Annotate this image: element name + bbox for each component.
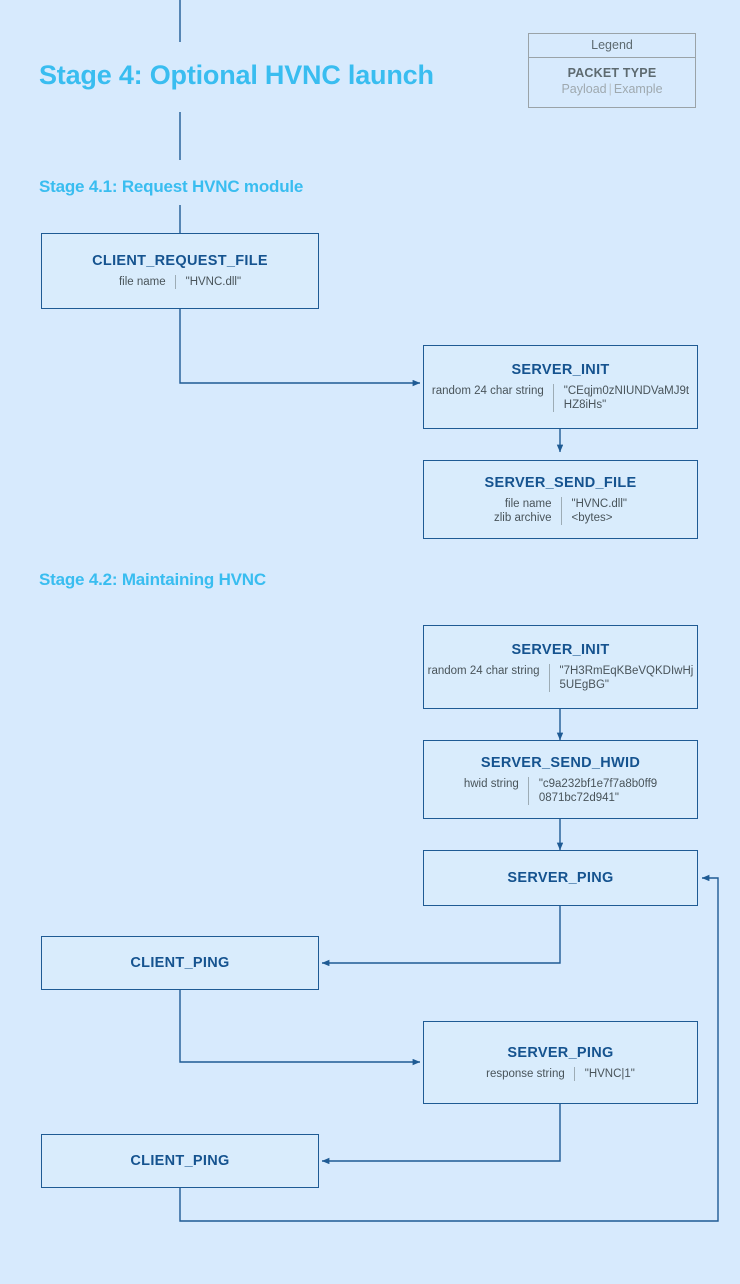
row-value: "7H3RmEqKBeVQKDIwHj 5UEgBG" bbox=[548, 664, 694, 692]
node-server-init-1[interactable]: SERVER_INIT random 24 char string "CEqjm… bbox=[423, 345, 698, 429]
node-row: hwid string "c9a232bf1e7f7a8b0ff9 0871bc… bbox=[463, 776, 658, 805]
node-client-ping-2[interactable]: CLIENT_PING bbox=[41, 1134, 319, 1188]
legend-body: PACKET TYPE Payload|Example bbox=[529, 58, 695, 107]
legend-payload-label: Payload bbox=[561, 82, 607, 96]
node-server-send-file[interactable]: SERVER_SEND_FILE file name "HVNC.dll" zl… bbox=[423, 460, 698, 539]
row-label: response string bbox=[486, 1067, 565, 1080]
legend-header: Legend bbox=[529, 34, 695, 58]
row-value: "HVNC|1" bbox=[573, 1066, 635, 1081]
node-row: file name "HVNC.dll" bbox=[118, 275, 242, 289]
legend-packet-type: PACKET TYPE bbox=[567, 66, 657, 80]
row-value: "HVNC.dll" bbox=[560, 496, 627, 511]
node-client-ping-1[interactable]: CLIENT_PING bbox=[41, 936, 319, 990]
section-title-stage-4-1: Stage 4.1: Request HVNC module bbox=[39, 177, 304, 196]
legend: Legend PACKET TYPE Payload|Example bbox=[528, 33, 696, 108]
node-row: random 24 char string "CEqjm0zNIUNDVaMJ9… bbox=[431, 384, 690, 412]
edge-ping1-to-clientping1 bbox=[321, 906, 561, 967]
node-server-ping-2[interactable]: SERVER_PING response string "HVNC|1" bbox=[423, 1021, 698, 1104]
edge-loopback bbox=[179, 874, 719, 1222]
row-label: file name bbox=[504, 497, 552, 510]
node-row: file name "HVNC.dll" bbox=[494, 496, 627, 511]
node-title: CLIENT_PING bbox=[130, 1153, 230, 1169]
legend-payload-row: Payload|Example bbox=[529, 81, 695, 98]
node-title: SERVER_SEND_FILE bbox=[484, 474, 637, 491]
node-server-ping-1[interactable]: SERVER_PING bbox=[423, 850, 698, 906]
row-label: hwid string bbox=[463, 777, 519, 790]
node-row: zlib archive <bytes> bbox=[494, 510, 627, 525]
node-rows: random 24 char string "CEqjm0zNIUNDVaMJ9… bbox=[431, 384, 690, 412]
row-value: <bytes> bbox=[560, 510, 627, 525]
row-value: "c9a232bf1e7f7a8b0ff9 0871bc72d941" bbox=[527, 776, 658, 805]
legend-separator: | bbox=[608, 82, 612, 96]
node-client-request-file[interactable]: CLIENT_REQUEST_FILE file name "HVNC.dll" bbox=[41, 233, 319, 309]
edge-clientping1-to-ping2 bbox=[179, 990, 421, 1066]
node-server-send-hwid[interactable]: SERVER_SEND_HWID hwid string "c9a232bf1e… bbox=[423, 740, 698, 819]
row-label: zlib archive bbox=[494, 511, 552, 524]
node-rows: response string "HVNC|1" bbox=[486, 1066, 635, 1081]
section-title-stage-4-2: Stage 4.2: Maintaining HVNC bbox=[39, 570, 266, 589]
row-value: "CEqjm0zNIUNDVaMJ9t HZ8iHs" bbox=[552, 384, 690, 412]
edge-ping2-to-clientping2 bbox=[321, 1104, 561, 1165]
row-label: random 24 char string bbox=[431, 385, 544, 397]
page-title: Stage 4: Optional HVNC launch bbox=[39, 60, 434, 90]
node-title: SERVER_PING bbox=[507, 1044, 614, 1061]
node-row: response string "HVNC|1" bbox=[486, 1066, 635, 1081]
legend-example-label: Example bbox=[613, 82, 663, 96]
node-rows: file name "HVNC.dll" zlib archive <bytes… bbox=[494, 496, 627, 525]
node-rows: random 24 char string "7H3RmEqKBeVQKDIwH… bbox=[428, 664, 694, 692]
node-title: SERVER_SEND_HWID bbox=[480, 754, 641, 771]
node-rows: file name "HVNC.dll" bbox=[118, 275, 242, 289]
node-row: random 24 char string "7H3RmEqKBeVQKDIwH… bbox=[428, 664, 694, 692]
row-label: random 24 char string bbox=[427, 665, 540, 677]
node-title: CLIENT_REQUEST_FILE bbox=[92, 253, 268, 269]
node-title: CLIENT_PING bbox=[130, 955, 230, 971]
node-title: SERVER_PING bbox=[507, 870, 614, 886]
node-rows: hwid string "c9a232bf1e7f7a8b0ff9 0871bc… bbox=[463, 776, 658, 805]
node-title: SERVER_INIT bbox=[511, 642, 610, 658]
edge-request-to-init bbox=[179, 309, 421, 387]
node-title: SERVER_INIT bbox=[511, 362, 610, 378]
row-value: "HVNC.dll" bbox=[174, 275, 242, 289]
node-server-init-2[interactable]: SERVER_INIT random 24 char string "7H3Rm… bbox=[423, 625, 698, 709]
row-label: file name bbox=[118, 276, 166, 288]
